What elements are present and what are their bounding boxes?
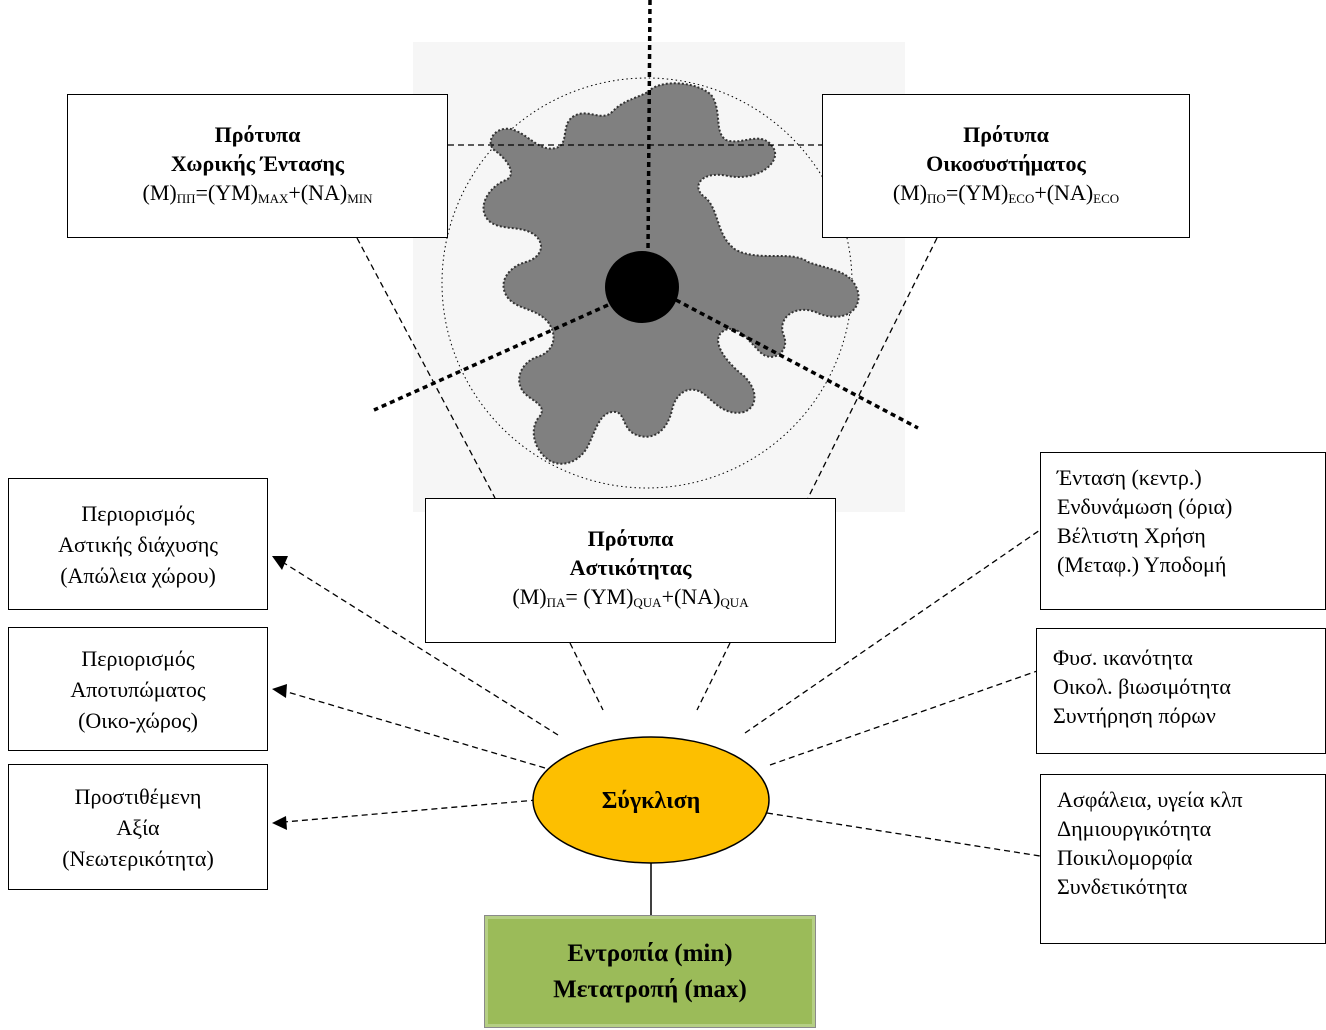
right-box-ecology-item: Συντήρηση πόρων (1053, 703, 1216, 728)
right-box-intensity-item: Ένταση (κεντρ.) (1057, 465, 1202, 490)
spatial-intensity-model-box: Πρότυπα Χωρικής Έντασης (M)ΠΠ=(YM)MAX+(N… (67, 94, 448, 238)
right-box-quality-item: Ασφάλεια, υγεία κλπ (1057, 787, 1243, 812)
right-box-quality-item: Δημιουργικότητα (1057, 816, 1212, 841)
left-box-value-line3: (Νεωτερικότητα) (62, 845, 214, 871)
right-box-quality-item: Συνδετικότητα (1057, 874, 1188, 899)
right-box-ecology-item: Οικολ. βιωσιμότητα (1053, 674, 1231, 699)
spoke-left (373, 303, 609, 412)
spatial-title2: Χωρικής Έντασης (170, 150, 345, 176)
urbanity-model-box: Πρότυπα Αστικότητας (M)ΠΑ= (YM)QUA+(NA)Q… (425, 498, 836, 643)
left-box-value-line2: Αξία (116, 814, 160, 840)
spatial-formula: (M)ΠΠ=(YM)MAX+(NA)MIN (142, 179, 373, 206)
link-ellipse-left2 (283, 690, 546, 769)
ecosystem-title1: Πρότυπα (963, 121, 1049, 147)
right-box-intensity-item: (Μεταφ.) Υποδομή (1057, 552, 1227, 577)
arrow-left3 (272, 816, 287, 830)
left-box-sprawl-line1: Περιορισμός (81, 500, 195, 526)
link-ecosystem-to-urbanity (807, 237, 938, 499)
entropy-line2: Μετατροπή (max) (553, 975, 747, 1003)
link-ellipse-right2 (769, 669, 1041, 766)
link-ellipse-left3 (283, 799, 538, 823)
left-box-value-line1: Προστιθέμενη (74, 783, 202, 809)
left-box-footprint-line2: Αποτυπώματος (70, 676, 206, 702)
left-box-value: Προστιθέμενη Αξία (Νεωτερικότητα) (8, 764, 268, 890)
ecosystem-model-box: Πρότυπα Οικοσυστήματος (M)ΠΟ=(YM)ECO+(NA… (822, 94, 1190, 238)
urbanity-formula: (M)ΠΑ= (YM)QUA+(NA)QUA (512, 584, 749, 610)
link-urbanity-left (569, 642, 604, 711)
link-ellipse-left1 (283, 562, 559, 736)
spoke-right (675, 298, 919, 430)
entropy-line1: Εντροπία (min) (567, 939, 733, 967)
right-box-intensity-item: Ενδυνάμωση (όρια) (1057, 494, 1233, 519)
entropy-box: Εντροπία (min) Μετατροπή (max) (484, 915, 816, 1028)
convergence-label: Σύγκλιση (601, 787, 701, 814)
link-spatial-to-urbanity (356, 237, 496, 499)
left-box-footprint-line1: Περιορισμός (81, 645, 195, 671)
left-box-footprint-line3: (Οικο-χώρος) (78, 707, 198, 733)
city-center (605, 251, 679, 323)
left-box-sprawl-line2: Αστικής διάχυσης (58, 531, 218, 557)
left-box-sprawl: Περιορισμός Αστικής διάχυσης (Απώλεια χώ… (8, 478, 268, 610)
arrow-left2 (272, 684, 287, 698)
spoke-top (646, 0, 652, 253)
right-box-ecology-item: Φυσ. ικανότητα (1053, 645, 1193, 670)
urbanity-title2: Αστικότητας (569, 555, 692, 580)
spatial-title1: Πρότυπα (214, 121, 301, 147)
link-urbanity-right (696, 642, 731, 711)
urbanity-title1: Πρότυπα (587, 526, 674, 551)
arrow-left1 (272, 556, 288, 570)
right-box-intensity-item: Βέλτιστη Χρήση (1057, 523, 1206, 548)
ecosystem-formula: (M)ΠΟ=(YM)ECO+(NA)ECO (892, 179, 1120, 206)
ecosystem-title2: Οικοσυστήματος (926, 150, 1086, 176)
left-box-sprawl-line3: (Απώλεια χώρου) (60, 562, 216, 588)
right-box-quality: Ασφάλεια, υγεία κλπ Δημιουργικότητα Ποικ… (1040, 774, 1326, 944)
left-box-footprint: Περιορισμός Αποτυπώματος (Οικο-χώρος) (8, 627, 268, 751)
right-box-intensity: Ένταση (κεντρ.) Ενδυνάμωση (όρια) Βέλτισ… (1040, 452, 1326, 610)
link-ellipse-right3 (766, 812, 1041, 857)
right-box-ecology: Φυσ. ικανότητα Οικολ. βιωσιμότητα Συντήρ… (1036, 628, 1326, 754)
right-box-quality-item: Ποικιλομορφία (1057, 845, 1193, 870)
